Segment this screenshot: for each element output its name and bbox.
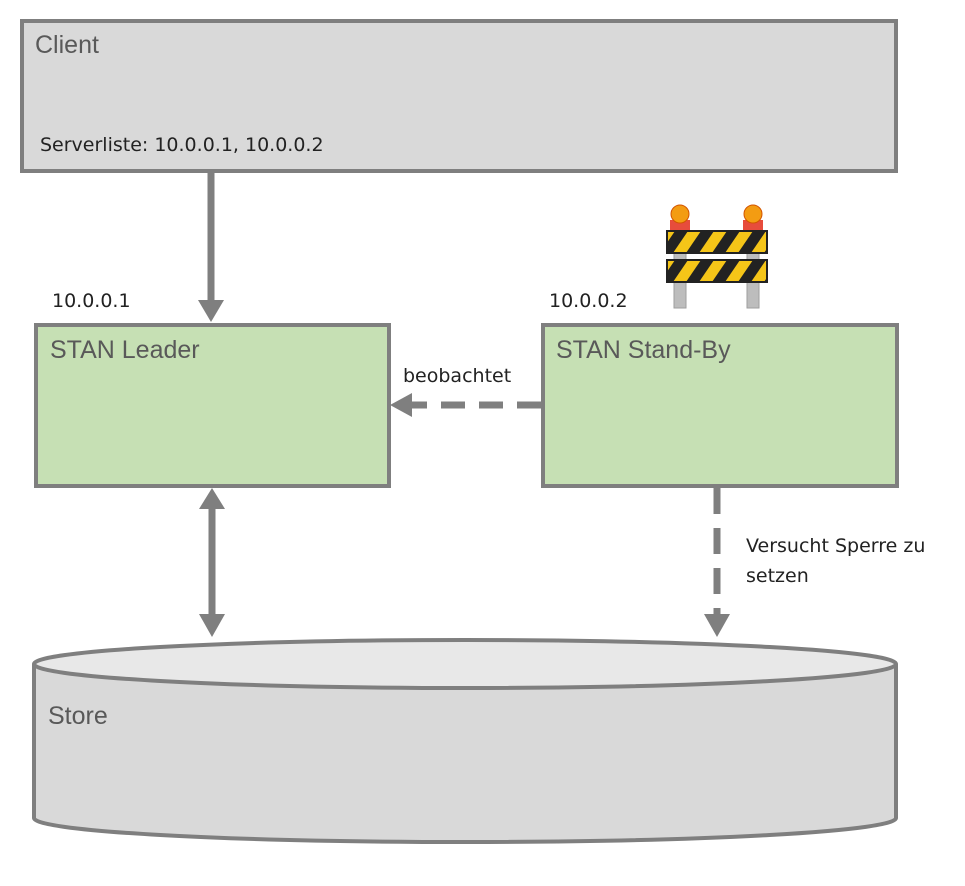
client-to-leader-arrow: [198, 171, 224, 322]
leader-store-arrow: [199, 488, 225, 637]
leader-ip-label: 10.0.0.1: [52, 290, 131, 312]
store-title: Store: [48, 702, 108, 730]
observes-arrow: [390, 393, 541, 417]
lock-attempt-label-line2: setzen: [746, 565, 809, 587]
lock-attempt-arrow: [704, 488, 730, 637]
client-title: Client: [35, 31, 99, 59]
road-barrier-icon: [666, 204, 768, 309]
standby-ip-label: 10.0.0.2: [549, 290, 628, 312]
store-cylinder: Store: [32, 638, 898, 844]
lock-attempt-label-line1: Versucht Sperre zu: [746, 535, 925, 557]
client-box: Client Serverliste: 10.0.0.1, 10.0.0.2: [20, 19, 898, 173]
standby-title: STAN Stand-By: [556, 336, 731, 364]
standby-box: STAN Stand-By: [541, 323, 899, 488]
leader-title: STAN Leader: [50, 336, 200, 364]
server-list-label: Serverliste: 10.0.0.1, 10.0.0.2: [40, 134, 324, 156]
leader-box: STAN Leader: [34, 323, 391, 488]
observes-label: beobachtet: [403, 365, 511, 387]
